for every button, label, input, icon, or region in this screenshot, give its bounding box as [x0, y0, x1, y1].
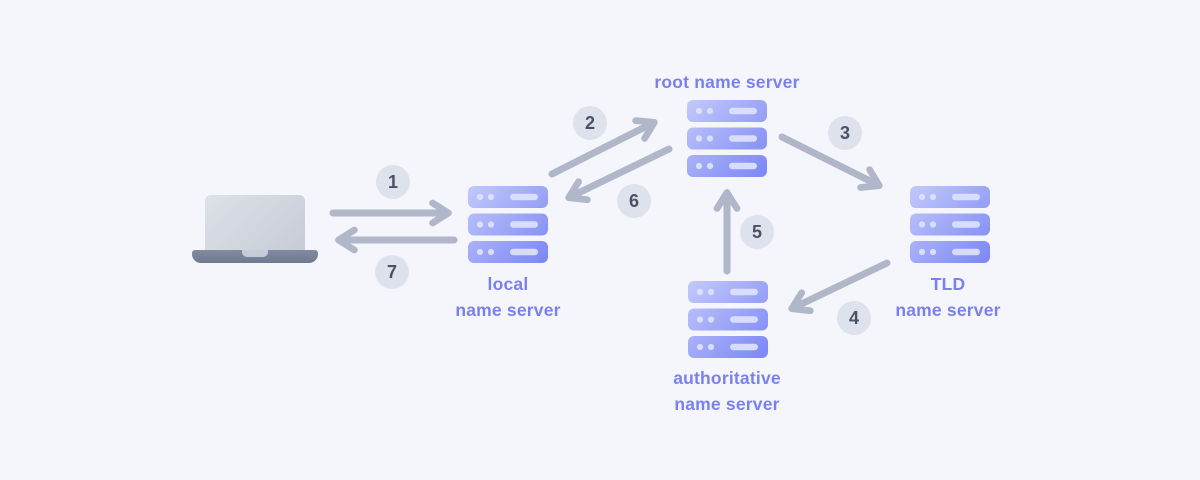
root-name-server-label: root name server: [617, 69, 837, 95]
step-badge-1: 1: [376, 165, 410, 199]
laptop-notch: [242, 250, 268, 257]
step-badge-3: 3: [828, 116, 862, 150]
local-name-server-icon: [468, 186, 548, 263]
local-label-line2: name server: [455, 300, 561, 320]
local-label-line1: local: [487, 274, 529, 294]
tld-name-server-icon: [910, 186, 990, 263]
local-name-server-label: local name server: [398, 271, 618, 323]
authoritative-label-line2: name server: [674, 394, 780, 414]
arrow-step-3: [778, 133, 883, 191]
arrow-step-4: [788, 259, 891, 315]
authoritative-name-server-label: authoritative name server: [617, 365, 837, 417]
step-badge-7: 7: [375, 255, 409, 289]
authoritative-name-server-icon: [688, 281, 768, 358]
authoritative-label-line1: authoritative: [673, 368, 781, 388]
step-badge-4: 4: [837, 301, 871, 335]
laptop-screen: [205, 195, 305, 252]
tld-label-line1: TLD: [930, 274, 966, 294]
client-laptop-icon: [192, 195, 318, 263]
step-badge-2: 2: [573, 106, 607, 140]
arrow-step-6: [565, 145, 673, 204]
step-badge-5: 5: [740, 215, 774, 249]
tld-name-server-label: TLD name server: [838, 271, 1058, 323]
step-badge-6: 6: [617, 184, 651, 218]
arrow-step-2: [548, 117, 658, 178]
root-name-server-icon: [687, 100, 767, 177]
tld-label-line2: name server: [895, 300, 1001, 320]
root-label-line1: root name server: [654, 72, 800, 92]
